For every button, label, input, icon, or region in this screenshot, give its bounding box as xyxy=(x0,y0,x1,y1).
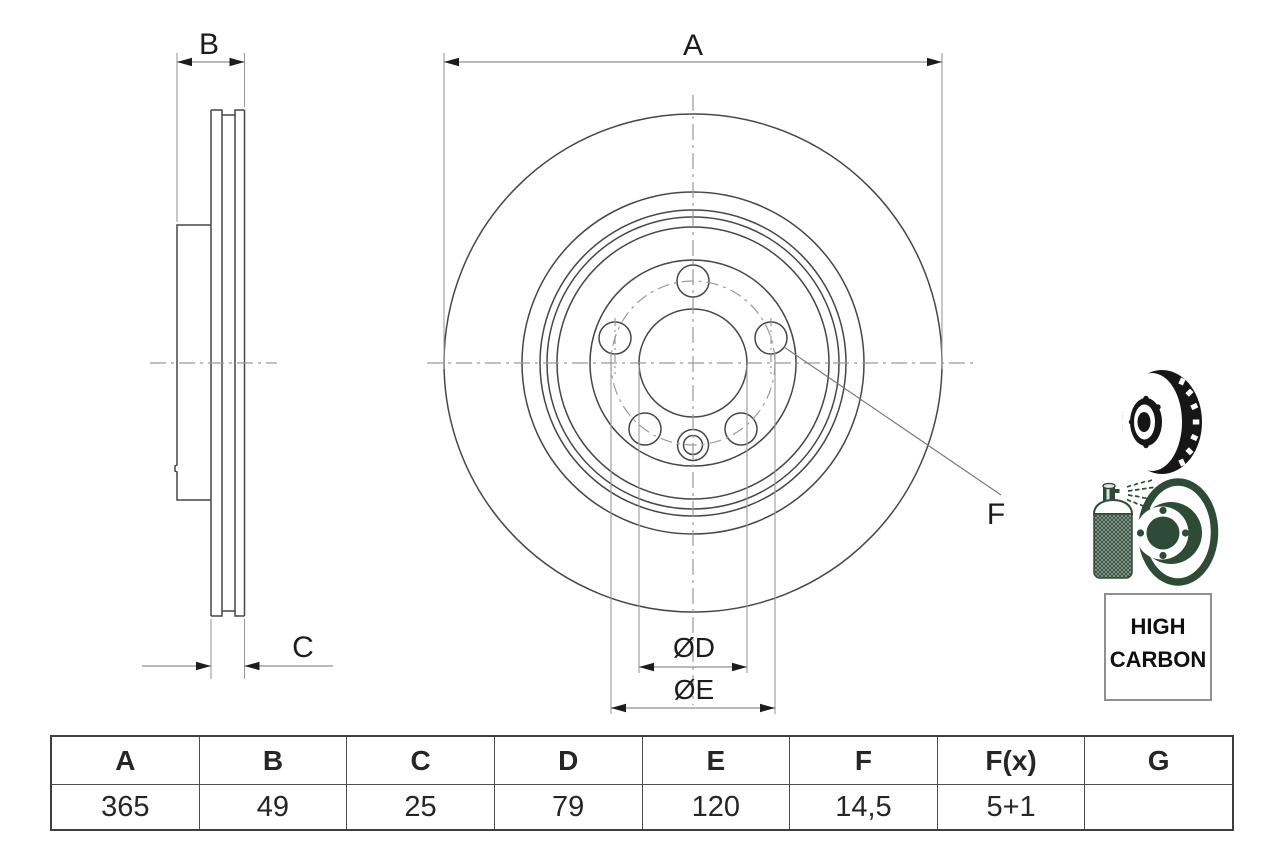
dimension-f-label: F xyxy=(987,498,1005,531)
disc-top-edge xyxy=(211,109,245,116)
spray-mist xyxy=(1126,479,1154,510)
bolt-hole-lower-left xyxy=(628,412,662,446)
dimension-b-label: B xyxy=(199,28,219,61)
spec-value-f: 14,5 xyxy=(790,785,937,829)
dimension-d: ØD xyxy=(639,632,747,672)
spec-value-d: 79 xyxy=(494,785,642,829)
dimension-e: ØE xyxy=(611,674,775,713)
spec-header-a: A xyxy=(52,737,199,784)
dimension-f: F xyxy=(783,346,1005,531)
disc-bottom-edge xyxy=(211,610,245,617)
front-view-centerlines xyxy=(427,95,978,705)
dimension-a: A xyxy=(444,29,942,67)
high-carbon-line2: CARBON xyxy=(1109,647,1207,672)
dimension-c: C xyxy=(142,631,333,671)
hat-profile xyxy=(174,224,211,501)
spray-can xyxy=(1092,482,1134,579)
spec-value-c: 25 xyxy=(347,785,494,829)
spec-value-a: 365 xyxy=(52,785,199,829)
bolt-hole-lower-right xyxy=(724,412,758,446)
spec-header-g: G xyxy=(1085,737,1232,784)
dimension-a-label: A xyxy=(683,29,703,62)
spec-header-e: E xyxy=(642,737,790,784)
high-carbon-line1: HIGH xyxy=(1130,614,1186,639)
dimension-d-label: ØD xyxy=(673,632,715,663)
spec-header-b: B xyxy=(199,737,347,784)
high-carbon-stamp: HIGH CARBON xyxy=(1104,593,1212,701)
spec-value-g xyxy=(1085,785,1232,829)
spec-value-fx: 5+1 xyxy=(937,785,1085,829)
technical-drawing: B A C ØD ØE xyxy=(142,28,1219,714)
spec-header-f: F xyxy=(790,737,937,784)
spec-header-fx: F(x) xyxy=(937,737,1085,784)
spec-value-b: 49 xyxy=(199,785,347,829)
bolt-hole-top xyxy=(676,264,710,298)
coated-brake-disc-spray-icon xyxy=(1092,478,1219,586)
vented-brake-disc-icon xyxy=(1122,370,1202,474)
dimension-e-label: ØE xyxy=(674,674,714,705)
spec-header-c: C xyxy=(347,737,494,784)
coated-disc xyxy=(1135,478,1219,586)
dimension-b: B xyxy=(177,28,245,67)
spec-value-e: 120 xyxy=(642,785,790,829)
dimension-c-label: C xyxy=(292,631,314,664)
spec-header-d: D xyxy=(494,737,642,784)
dimension-spec-table: A B C D E F F(x) G 365 49 25 79 120 14,5… xyxy=(50,735,1234,831)
